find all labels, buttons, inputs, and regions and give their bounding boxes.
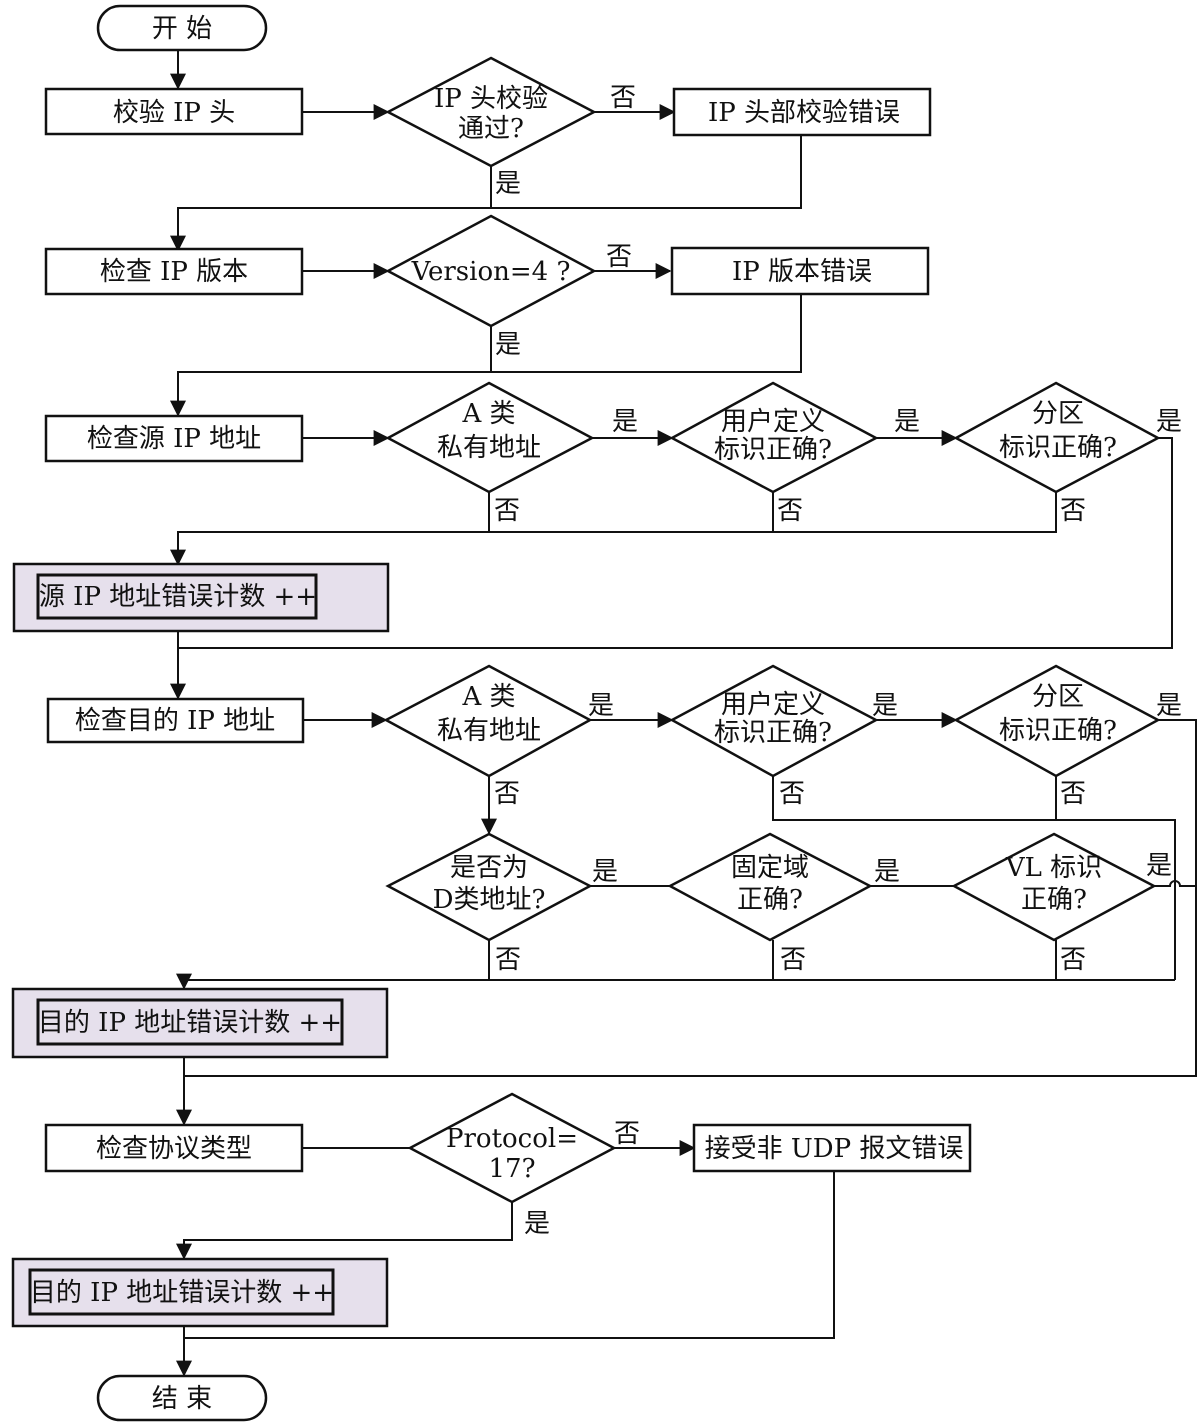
edge-label-yes: 是 bbox=[1156, 407, 1182, 437]
edge-label-no: 否 bbox=[1060, 945, 1086, 975]
check-version-label: 检查 IP 版本 bbox=[100, 257, 248, 287]
version-error-label: IP 版本错误 bbox=[732, 257, 872, 287]
src-class-a-diamond bbox=[385, 381, 595, 494]
dst-user-diamond bbox=[669, 664, 879, 778]
edge-label-no: 否 bbox=[777, 496, 803, 526]
edge-label-no: 否 bbox=[610, 83, 636, 113]
udp-error-label: 接受非 UDP 报文错误 bbox=[705, 1134, 964, 1164]
start-label: 开 始 bbox=[152, 14, 212, 44]
header-error-label: IP 头部校验错误 bbox=[708, 98, 900, 128]
edge-label-yes: 是 bbox=[592, 857, 618, 887]
edge-label-yes: 是 bbox=[1146, 851, 1172, 881]
edge-label-yes: 是 bbox=[495, 169, 521, 199]
dst-vl-diamond bbox=[951, 832, 1157, 942]
dst-class-a-diamond bbox=[383, 664, 593, 778]
edge-label-yes: 是 bbox=[872, 691, 898, 721]
edge-label-no: 否 bbox=[1060, 779, 1086, 809]
edge-label-yes: 是 bbox=[1156, 691, 1182, 721]
check-dst-box bbox=[46, 697, 305, 744]
dst-partition-diamond bbox=[953, 664, 1161, 778]
version-error-box bbox=[670, 246, 930, 296]
dst-vl-label: VL 标识正确? bbox=[1005, 853, 1102, 915]
edge-label-no: 否 bbox=[779, 779, 805, 809]
src-user-diamond bbox=[669, 381, 879, 494]
check-protocol-label: 检查协议类型 bbox=[96, 1134, 252, 1164]
src-error-label: 源 IP 地址错误计数 ++ bbox=[39, 582, 317, 612]
dst-error-2-label: 目的 IP 地址错误计数 ++ bbox=[30, 1278, 334, 1308]
edge-label-no: 否 bbox=[1060, 496, 1086, 526]
header-ok-label: IP 头校验通过? bbox=[434, 84, 548, 144]
src-partition-label: 分区标识正确? bbox=[999, 399, 1117, 463]
check-dst-label: 检查目的 IP 地址 bbox=[75, 706, 275, 736]
dst-error-label: 目的 IP 地址错误计数 ++ bbox=[38, 1008, 342, 1038]
edge-label-yes: 是 bbox=[874, 857, 900, 887]
dst-partition-label: 分区标识正确? bbox=[999, 682, 1117, 746]
node-labels: 开 始 校验 IP 头 IP 头校验通过? IP 头部校验错误 检查 IP 版本… bbox=[30, 14, 1117, 1414]
protocol-ok-label: Protocol=17? bbox=[446, 1124, 578, 1184]
start-terminal bbox=[96, 4, 268, 52]
connectors bbox=[170, 50, 1197, 1377]
check-header-box bbox=[44, 87, 304, 136]
dst-fixed-label: 固定域正确? bbox=[731, 853, 809, 915]
end-terminal bbox=[96, 1374, 268, 1422]
edge-label-no: 否 bbox=[780, 945, 806, 975]
edge-label-no: 否 bbox=[495, 945, 521, 975]
udp-error-box bbox=[692, 1123, 972, 1173]
dst-error-inner bbox=[36, 998, 344, 1046]
check-header-label: 校验 IP 头 bbox=[113, 98, 235, 128]
check-src-box bbox=[44, 414, 304, 463]
dst-fixed-diamond bbox=[667, 832, 873, 942]
edge-label-yes: 是 bbox=[894, 407, 920, 437]
src-error-inner bbox=[36, 573, 318, 620]
check-protocol-box bbox=[44, 1123, 304, 1173]
src-partition-diamond bbox=[953, 381, 1161, 494]
protocol-ok-diamond bbox=[407, 1092, 617, 1204]
check-version-box bbox=[44, 247, 304, 296]
version-ok-label: Version=4 ? bbox=[411, 257, 571, 287]
src-user-label: 用户定义标识正确? bbox=[714, 407, 832, 465]
header-ok-diamond bbox=[385, 56, 597, 168]
dst-class-a-label: A 类私有地址 bbox=[437, 682, 541, 746]
version-ok-diamond bbox=[385, 214, 597, 328]
dst-user-label: 用户定义标识正确? bbox=[714, 690, 832, 748]
edge-label-no: 否 bbox=[614, 1119, 640, 1149]
edge-label-no: 否 bbox=[606, 242, 632, 272]
src-class-a-label: A 类私有地址 bbox=[437, 399, 541, 463]
edge-label-yes: 是 bbox=[524, 1209, 550, 1239]
edge-label-yes: 是 bbox=[588, 691, 614, 721]
edge-labels: 否 是 否 是 是 是 是 否 否 否 是 是 是 否 否 否 是 是 是 否 … bbox=[494, 83, 1182, 1239]
header-error-box bbox=[672, 87, 932, 137]
dst-error-2-inner bbox=[28, 1268, 335, 1316]
edge-label-no: 否 bbox=[494, 496, 520, 526]
edge-label-yes: 是 bbox=[495, 330, 521, 360]
edge-label-no: 否 bbox=[494, 779, 520, 809]
end-label: 结 束 bbox=[152, 1384, 212, 1414]
shapes bbox=[11, 4, 1161, 1422]
check-src-label: 检查源 IP 地址 bbox=[87, 424, 261, 454]
edge-label-yes: 是 bbox=[612, 407, 638, 437]
dst-class-d-diamond bbox=[385, 832, 593, 942]
